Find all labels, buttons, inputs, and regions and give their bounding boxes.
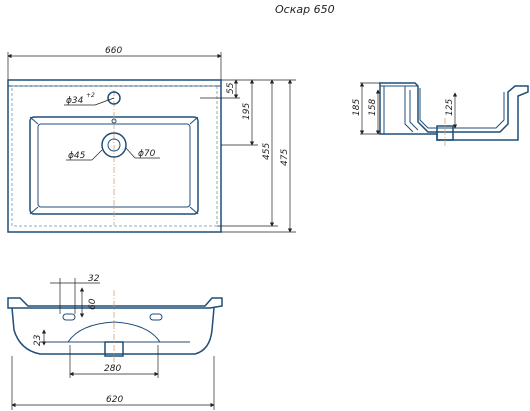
basin-outer-outline [7, 79, 222, 233]
dim-195: 195 [242, 103, 252, 120]
tap-hole [107, 91, 121, 105]
dim-475: 475 [280, 149, 290, 166]
dim-32: 32 [88, 274, 100, 284]
front-left-hole [62, 313, 76, 321]
dim-drain-outer: ϕ70 [138, 149, 156, 159]
dim-185: 185 [352, 99, 362, 116]
dim-tap-hole-tolerance: +2 [86, 92, 95, 99]
dim-drain-inner: ϕ45 [68, 151, 86, 161]
top-view: 660 ϕ34 +2 ϕ45 ϕ70 [7, 46, 296, 233]
front-view: 32 60 23 280 620 [7, 274, 223, 410]
dim-tap-hole: ϕ34 [66, 96, 84, 106]
dim-620: 620 [106, 395, 123, 405]
drawing-title: Оскар 650 [275, 3, 335, 16]
overflow-mark [111, 118, 117, 124]
dim-width-660: 660 [105, 46, 122, 56]
dim-280: 280 [104, 364, 121, 374]
front-right-hole [149, 313, 163, 321]
dim-55: 55 [226, 82, 236, 94]
front-body-outer [11, 307, 215, 355]
dim-455: 455 [262, 143, 272, 160]
dim-125: 125 [445, 99, 455, 116]
drain-inner [107, 138, 121, 152]
dim-158: 158 [368, 99, 378, 116]
side-view: 185 158 125 [352, 82, 529, 146]
drain-outer [101, 132, 127, 158]
front-bowl-inner [67, 321, 161, 343]
dim-60: 60 [88, 298, 98, 310]
dim-23: 23 [33, 334, 43, 346]
basin-hidden-contour [11, 85, 218, 227]
front-rim [7, 297, 223, 309]
